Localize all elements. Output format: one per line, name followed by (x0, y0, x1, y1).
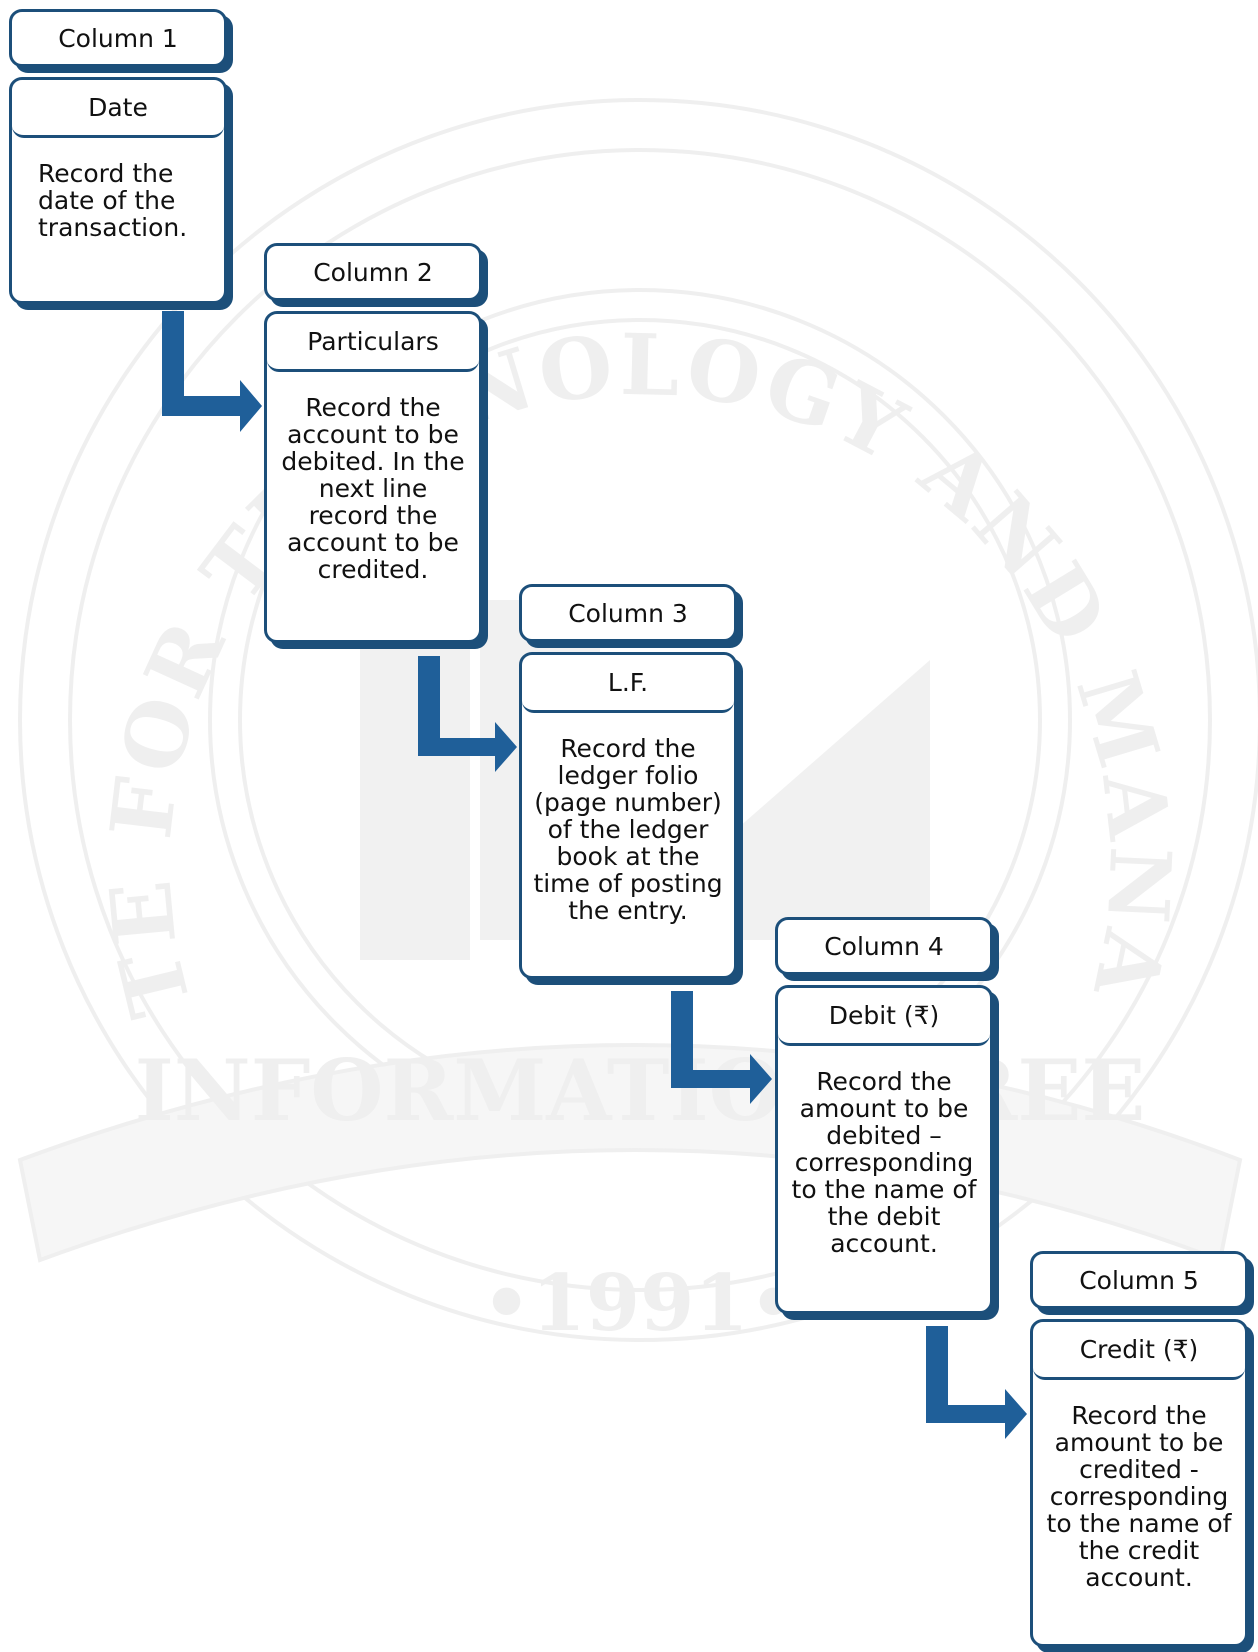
column-heading-text: L.F. (607, 668, 649, 697)
column-heading: Debit (₹) (778, 988, 990, 1046)
column-label-text: Column 4 (824, 931, 944, 961)
flow-arrow-1-to-2 (162, 311, 262, 432)
column-heading-text: Debit (₹) (828, 1001, 940, 1030)
column-label: Column 4 (775, 917, 993, 975)
column-label: Column 3 (519, 584, 737, 642)
column-card: Date Record the date of the transaction. (9, 77, 227, 304)
column-label-text: Column 2 (313, 257, 433, 287)
column-heading-text: Date (88, 93, 148, 122)
column-heading-text: Particulars (307, 327, 439, 356)
column-label: Column 1 (9, 9, 227, 67)
step-column-2: Column 2 Particulars Record the account … (264, 243, 482, 643)
column-heading: Particulars (267, 314, 479, 372)
step-column-5: Column 5 Credit (₹) Record the amount to… (1030, 1251, 1248, 1647)
column-card: L.F. Record the ledger folio (page numbe… (519, 652, 737, 979)
column-description: Record the amount to be debited – corres… (791, 1067, 977, 1258)
column-heading: Credit (₹) (1033, 1322, 1245, 1380)
flow-arrow-3-to-4 (671, 991, 772, 1104)
column-label: Column 5 (1030, 1251, 1248, 1309)
column-card: Particulars Record the account to be deb… (264, 311, 482, 643)
column-heading: L.F. (522, 655, 734, 713)
flow-arrow-2-to-3 (418, 656, 517, 772)
column-card: Credit (₹) Record the amount to be credi… (1030, 1319, 1248, 1647)
column-label-text: Column 1 (58, 23, 178, 53)
step-column-3: Column 3 L.F. Record the ledger folio (p… (519, 584, 737, 979)
watermark-year: •1991• (482, 1258, 799, 1349)
column-description: Record the account to be debited. In the… (281, 393, 465, 584)
column-label-text: Column 5 (1079, 1265, 1199, 1295)
column-heading-text: Credit (₹) (1079, 1335, 1199, 1364)
step-column-1: Column 1 Date Record the date of the tra… (9, 9, 227, 304)
column-label-text: Column 3 (568, 598, 688, 628)
flow-arrow-4-to-5 (926, 1326, 1027, 1439)
column-description: Record the amount to be credited - corre… (1046, 1401, 1232, 1592)
column-label: Column 2 (264, 243, 482, 301)
column-card: Debit (₹) Record the amount to be debite… (775, 985, 993, 1314)
column-description: Record the date of the transaction. (38, 159, 188, 242)
column-description: Record the ledger folio (page number) of… (533, 734, 723, 925)
column-heading: Date (12, 80, 224, 138)
step-column-4: Column 4 Debit (₹) Record the amount to … (775, 917, 993, 1314)
